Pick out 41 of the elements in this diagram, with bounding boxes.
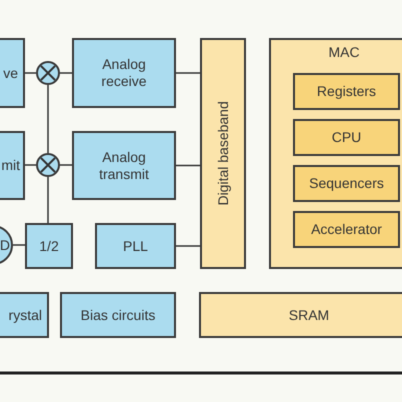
block-box: [199, 292, 402, 338]
block-box: [72, 131, 176, 200]
connector-line: [13, 244, 25, 246]
block-box: [293, 119, 400, 156]
block-label: SRAM: [288, 306, 330, 324]
group-box: [269, 38, 402, 269]
block-box: [95, 223, 176, 269]
block-label: Analog transmit: [98, 148, 150, 182]
group-title: MAC: [328, 44, 360, 61]
block-label: ve: [3, 64, 18, 82]
block-box: [200, 38, 246, 269]
block-label: Sequencers: [309, 175, 384, 192]
block-box: [293, 165, 400, 202]
block-box: [293, 73, 400, 110]
connector-line: [47, 85, 49, 153]
block-label: rystal: [8, 306, 42, 324]
block-label: D: [0, 236, 10, 254]
connector-line: [25, 72, 36, 74]
block-box: [72, 38, 176, 108]
block-label: 1/2: [39, 238, 59, 254]
connector-line: [176, 72, 200, 74]
connector-line: [60, 164, 72, 166]
connector-line: [176, 164, 200, 166]
block-box: [293, 211, 400, 248]
block-label: Accelerator: [311, 221, 382, 238]
mixer-symbol: [36, 61, 60, 85]
block-label: Registers: [316, 83, 376, 100]
block-label: mit: [1, 157, 20, 174]
block-box: [60, 292, 176, 338]
block-label: Analog receive: [100, 56, 148, 90]
connector-line: [47, 177, 49, 223]
block-box: [25, 223, 73, 269]
mixer-symbol: [36, 153, 60, 177]
connector-line: [176, 245, 200, 247]
block-label: CPU: [332, 129, 362, 146]
block-label: Bias circuits: [80, 306, 156, 324]
block-label: PLL: [123, 238, 148, 254]
block-box: [0, 292, 49, 338]
vertical-label: Digital baseband: [214, 101, 232, 206]
connector-line: [60, 72, 72, 74]
connector-line: [25, 164, 36, 166]
